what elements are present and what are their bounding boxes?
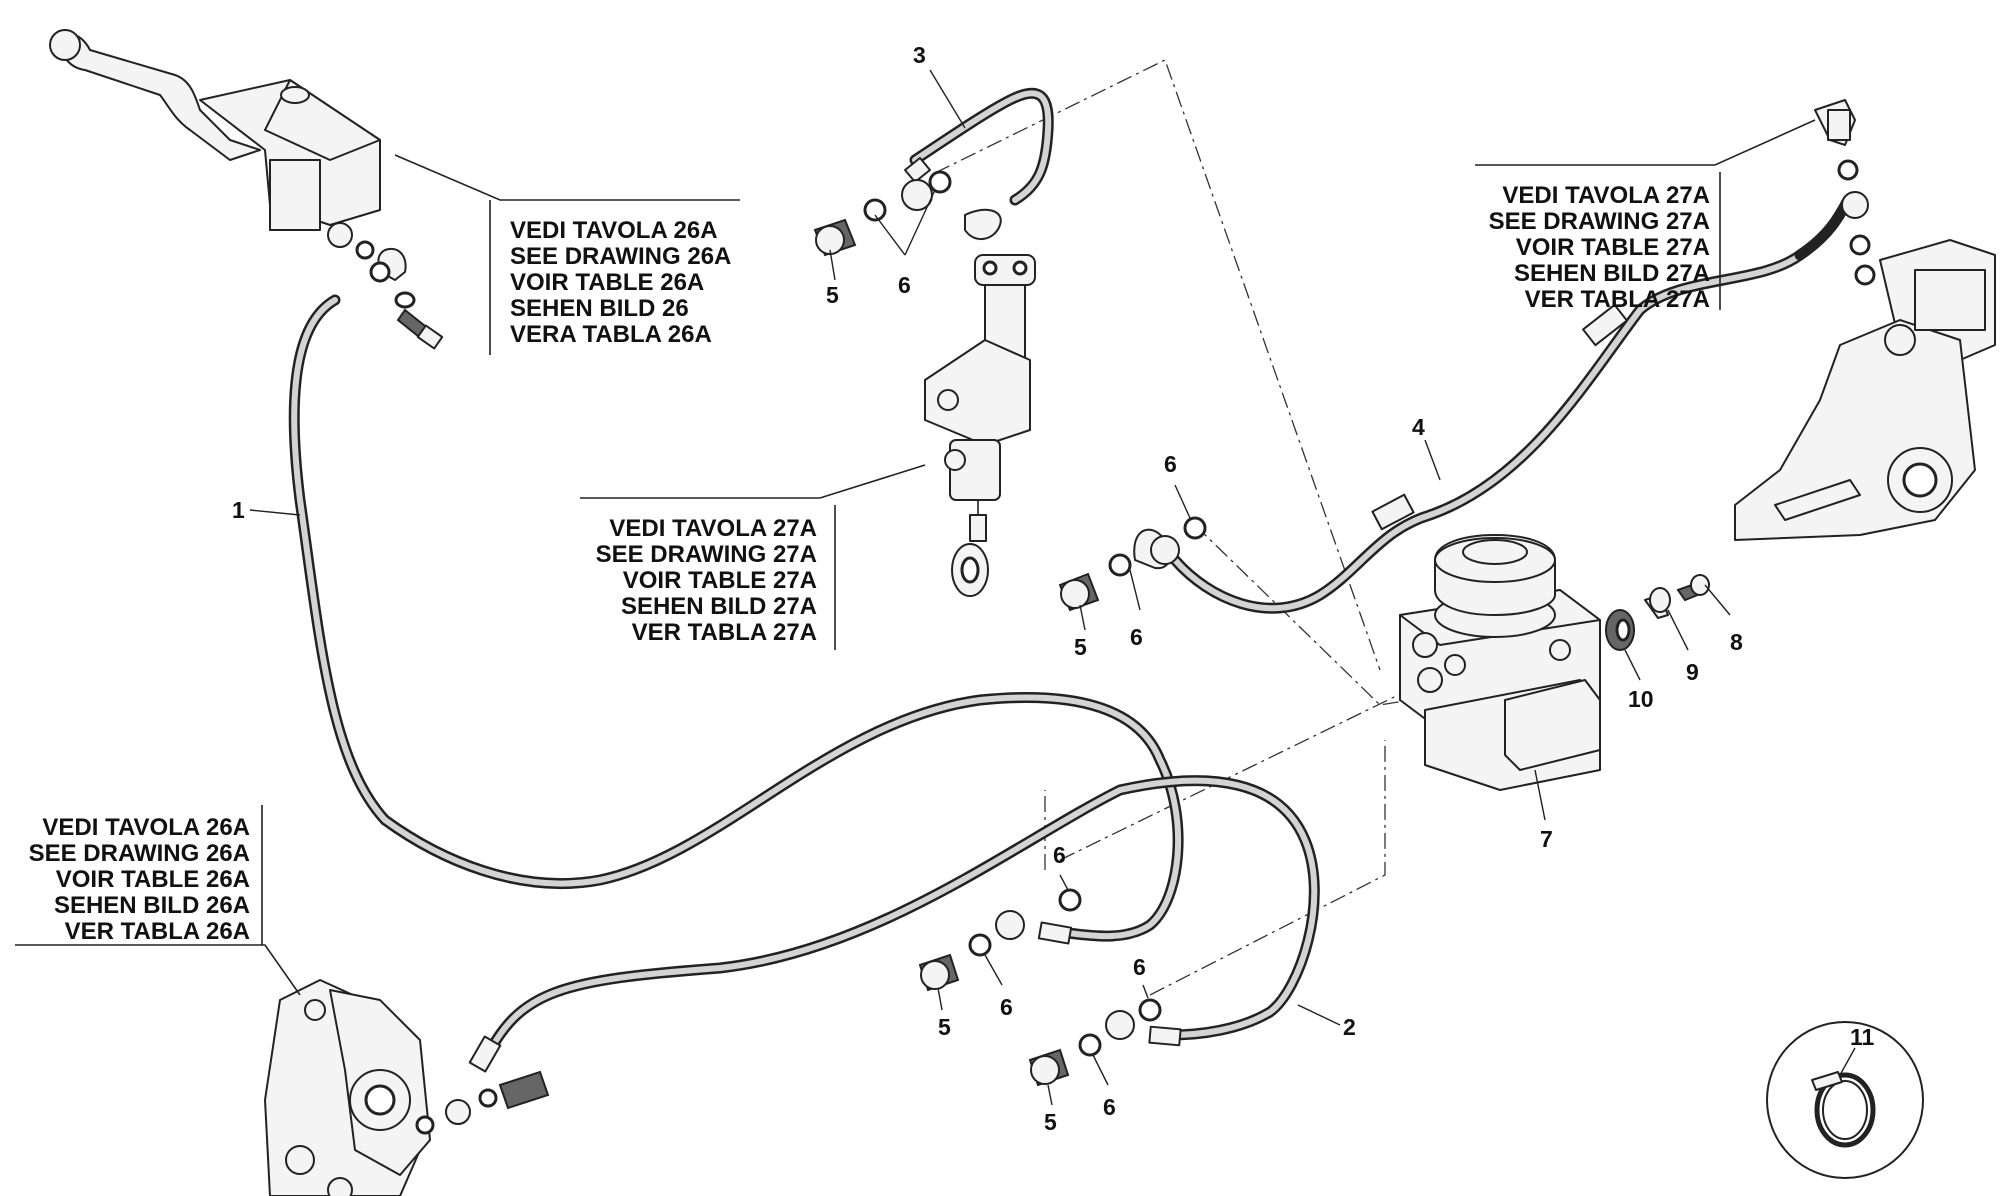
svg-text:VER TABLA 27A: VER TABLA 27A [632,619,817,646]
svg-text:SEHEN BILD 27A: SEHEN BILD 27A [1514,260,1710,287]
rear-caliper [1734,99,1996,541]
part-number-5-b: 5 [1074,634,1087,660]
svg-text:SEE DRAWING 26A: SEE DRAWING 26A [29,840,250,867]
svg-text:VOIR TABLE 27A: VOIR TABLE 27A [1516,234,1710,261]
reference-note-rear-master: VEDI TAVOLA 27A SEE DRAWING 27A VOIR TAB… [596,515,817,646]
abs-unit [1399,534,1601,791]
part-number-6-low-a: 6 [1053,842,1066,868]
banjo-fittings [918,516,1207,1087]
svg-text:VERA TABLA 26A: VERA TABLA 26A [510,321,712,348]
reference-note-front-caliper: VEDI TAVOLA 26A SEE DRAWING 26A VOIR TAB… [29,814,250,945]
part-number-10: 10 [1628,686,1654,712]
rear-master-cylinder [813,157,1036,597]
svg-text:VEDI TAVOLA 26A: VEDI TAVOLA 26A [510,217,718,244]
part-number-6-mid-a: 6 [1164,451,1177,477]
svg-text:VEDI TAVOLA 27A: VEDI TAVOLA 27A [1502,182,1710,209]
part-number-6-top: 6 [898,272,911,298]
reference-note-front-master: VEDI TAVOLA 26A SEE DRAWING 26A VOIR TAB… [510,217,731,348]
part-number-6-mid-b: 6 [1130,624,1143,650]
part-number-8: 8 [1730,629,1743,655]
part-number-6-low-b: 6 [1000,994,1013,1020]
abs-hardware [1605,574,1710,651]
svg-text:SEE DRAWING 26A: SEE DRAWING 26A [510,243,731,270]
part-number-2: 2 [1343,1014,1356,1040]
front-caliper [264,979,550,1196]
part-number-5-a: 5 [826,282,839,308]
part-number-3: 3 [913,42,926,68]
part-number-1: 1 [232,497,245,523]
svg-text:VEDI TAVOLA 27A: VEDI TAVOLA 27A [609,515,817,542]
number-leaders [249,69,1856,1106]
reference-note-rear-caliper: VEDI TAVOLA 27A SEE DRAWING 27A VOIR TAB… [1489,182,1710,313]
part-number-6-low-d: 6 [1103,1094,1116,1120]
svg-text:VOIR TABLE 27A: VOIR TABLE 27A [623,567,817,594]
svg-text:SEHEN BILD 26: SEHEN BILD 26 [510,295,689,322]
part-number-11: 11 [1850,1024,1875,1050]
svg-text:VOIR TABLE 26A: VOIR TABLE 26A [56,866,250,893]
part-number-5-d: 5 [1044,1109,1057,1135]
brake-hoses [288,87,1854,1066]
reference-leaders [15,119,1816,996]
svg-text:VER TABLA 26A: VER TABLA 26A [65,918,250,945]
part-number-labels: 1 2 3 4 5 5 5 5 6 6 6 6 6 6 6 7 8 9 10 1… [232,42,1875,1135]
part-number-7: 7 [1540,826,1553,852]
svg-text:SEHEN BILD 26A: SEHEN BILD 26A [54,892,250,919]
svg-text:SEHEN BILD 27A: SEHEN BILD 27A [621,593,817,620]
part-number-4: 4 [1412,414,1425,440]
clamp-detail [1766,1021,1924,1179]
part-number-5-c: 5 [938,1014,951,1040]
svg-text:SEE DRAWING 27A: SEE DRAWING 27A [596,541,817,568]
svg-text:VER TABLA 27A: VER TABLA 27A [1525,286,1710,313]
svg-text:VOIR TABLE 26A: VOIR TABLE 26A [510,269,704,296]
svg-text:VEDI TAVOLA 26A: VEDI TAVOLA 26A [42,814,250,841]
part-number-6-low-c: 6 [1133,954,1146,980]
front-master-cylinder [49,29,444,350]
part-number-9: 9 [1686,659,1699,685]
svg-text:SEE DRAWING 27A: SEE DRAWING 27A [1489,208,1710,235]
